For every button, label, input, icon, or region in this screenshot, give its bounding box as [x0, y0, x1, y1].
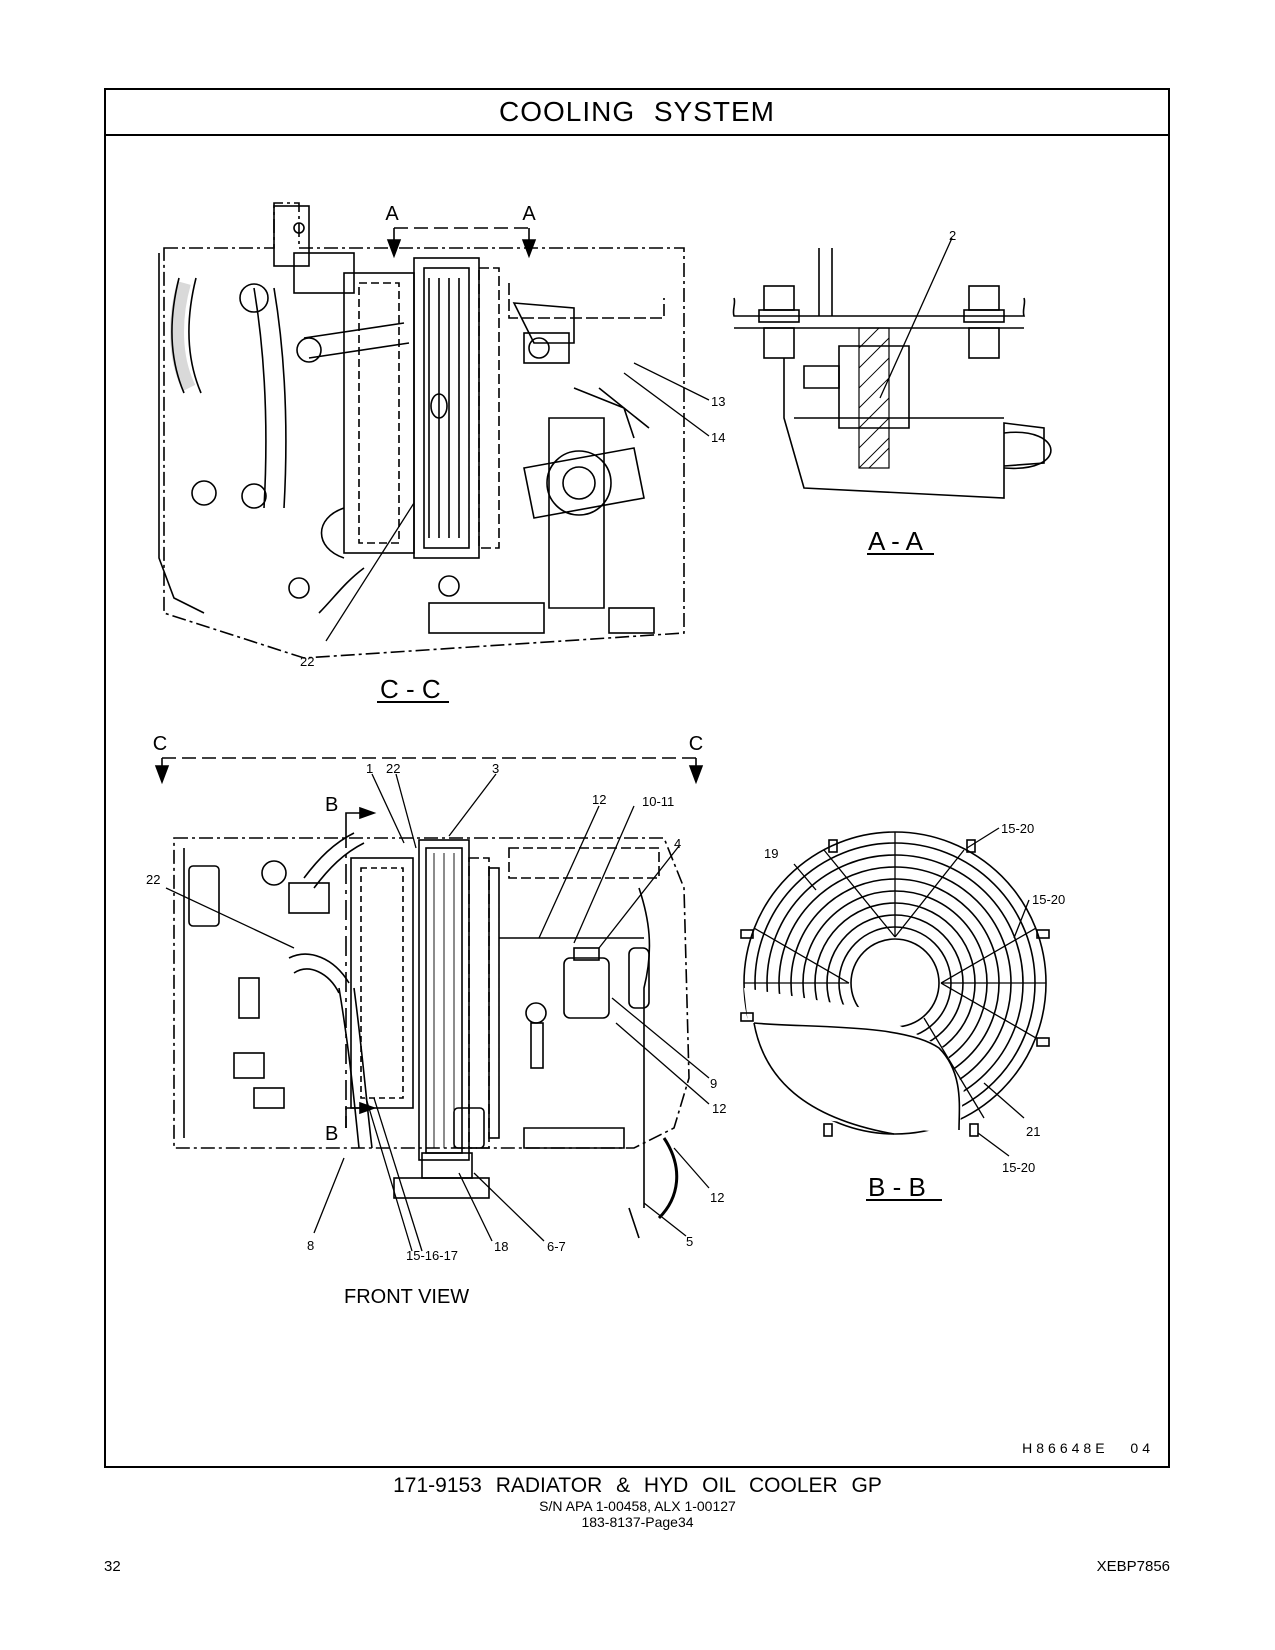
callout-fv-12-low: 12: [710, 1190, 724, 1205]
section-label-cc: C - C: [380, 674, 441, 704]
callout-aa-14: 14: [711, 430, 725, 445]
section-letter-a-right: A: [522, 203, 536, 225]
caption-ref: 183-8137-Page34: [581, 1514, 694, 1530]
callout-bb-21: 21: [1026, 1124, 1040, 1139]
callout-fv-3: 3: [492, 761, 499, 776]
section-label-bb: B - B: [868, 1172, 926, 1202]
callout-bb-15-20-top: 15-20: [1001, 821, 1034, 836]
section-letter-c-left: C: [153, 733, 167, 755]
callout-fv-1: 1: [366, 761, 373, 776]
callout-fv-9: 9: [710, 1076, 717, 1091]
callout-fv-5: 5: [686, 1234, 693, 1249]
page-title: COOLING SYSTEM: [498, 96, 776, 127]
section-arrows-cc: [154, 757, 704, 785]
document-id: XEBP7856: [1096, 1558, 1170, 1575]
section-label-aa: A - A: [868, 526, 924, 556]
parts-illustration: A A 22 C - C 2 13 14 A - A C C B B 1 22 …: [146, 202, 1065, 1308]
callout-fv-15-16-17: 15-16-17: [406, 1248, 458, 1263]
caption-serial: S/N APA 1-00458, ALX 1-00127: [539, 1498, 736, 1514]
page-number: 32: [104, 1558, 121, 1575]
callout-bb-19: 19: [764, 846, 778, 861]
view-cc-drawing: [158, 202, 685, 659]
callout-aa-2: 2: [949, 228, 956, 243]
callout-fv-12-mid: 12: [712, 1101, 726, 1116]
view-front-drawing: [165, 773, 710, 1252]
callout-cc-22: 22: [300, 654, 314, 669]
section-letter-c-right: C: [689, 733, 703, 755]
caption: 171-9153 RADIATOR & HYD OIL COOLER GP S/…: [0, 1474, 1275, 1530]
callout-fv-12-top: 12: [592, 792, 606, 807]
callout-fv-22-top: 22: [386, 761, 400, 776]
section-label-front-view: FRONT VIEW: [344, 1286, 469, 1308]
callout-bb-15-20-mid: 15-20: [1032, 892, 1065, 907]
callout-fv-6-7: 6-7: [547, 1239, 566, 1254]
section-letter-b-bottom: B: [325, 1123, 338, 1145]
caption-title: 171-9153 RADIATOR & HYD OIL COOLER GP: [393, 1474, 882, 1497]
section-letter-b-top: B: [325, 794, 338, 816]
title-bar: COOLING SYSTEM: [106, 90, 1168, 136]
page-frame: COOLING SYSTEM: [104, 88, 1170, 1468]
callout-bb-15-20-low: 15-20: [1002, 1160, 1035, 1175]
callout-fv-4: 4: [674, 836, 681, 851]
section-arrows-aa: [386, 227, 537, 259]
view-bb-drawing: [740, 827, 1050, 1157]
callout-fv-18: 18: [494, 1239, 508, 1254]
view-aa-drawing: [732, 237, 1052, 499]
callout-fv-8: 8: [307, 1238, 314, 1253]
callout-fv-10-11: 10-11: [642, 794, 674, 809]
callout-fv-22-left: 22: [146, 872, 160, 887]
section-letter-a-left: A: [385, 203, 399, 225]
callout-aa-13: 13: [711, 394, 725, 409]
